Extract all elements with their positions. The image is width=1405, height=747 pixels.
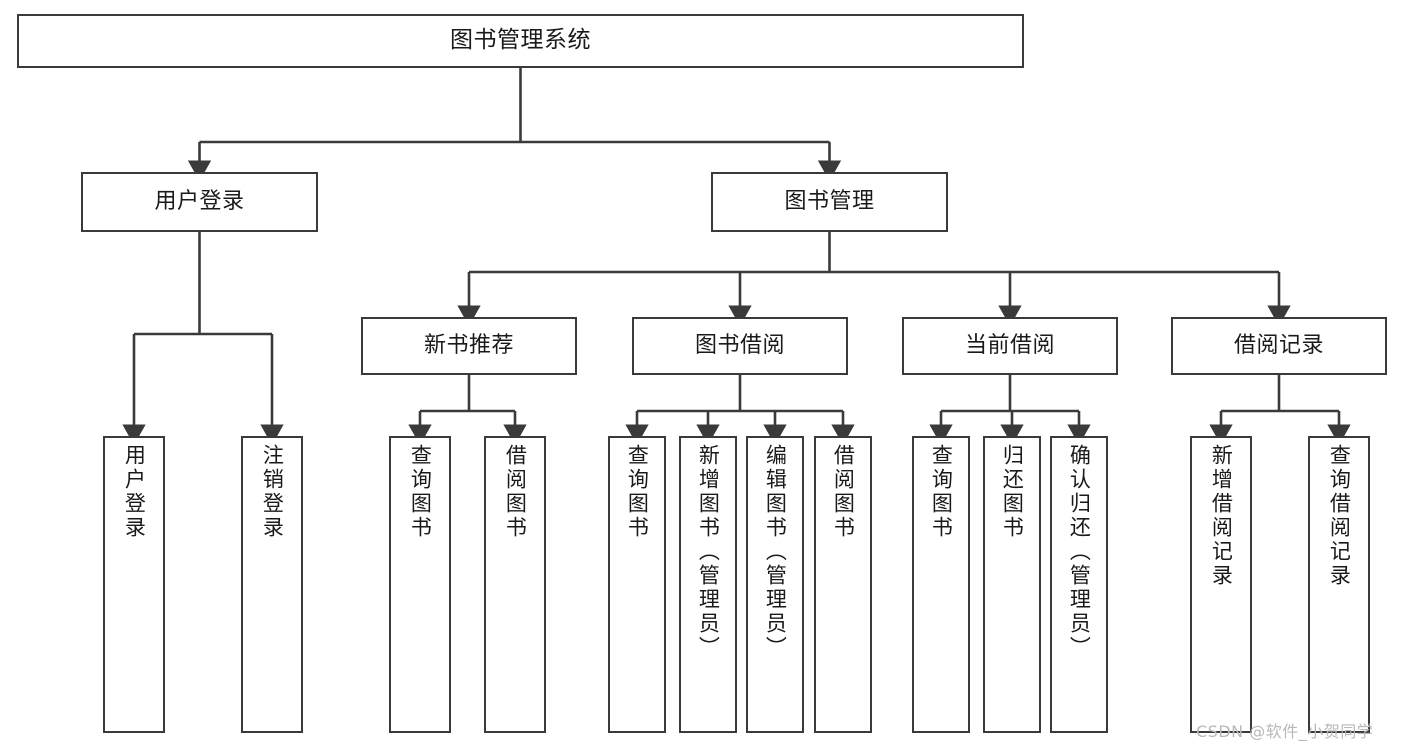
node-leaf-br-query[interactable]: 查询图书 — [608, 436, 666, 733]
node-leaf-cur-return[interactable]: 归还图书 — [983, 436, 1041, 733]
node-leaf-new-query[interactable]: 查询图书 — [389, 436, 451, 733]
node-current[interactable]: 当前借阅 — [902, 317, 1118, 375]
node-label: 新书推荐 — [423, 333, 514, 359]
node-label: 查询图书 — [408, 444, 433, 540]
node-records[interactable]: 借阅记录 — [1171, 317, 1387, 375]
node-login[interactable]: 用户登录 — [81, 172, 318, 232]
node-bookmgmt[interactable]: 图书管理 — [711, 172, 948, 232]
node-leaf-login-out[interactable]: 注销登录 — [241, 436, 303, 733]
node-borrow[interactable]: 图书借阅 — [632, 317, 848, 375]
node-label: 查询图书 — [625, 444, 650, 540]
node-label: 借阅记录 — [1233, 333, 1324, 359]
watermark-text: CSDN @软件_小贺同学 — [1196, 722, 1374, 741]
node-leaf-cur-confirm[interactable]: 确认归还（管理员） — [1050, 436, 1108, 733]
node-leaf-br-lend[interactable]: 借阅图书 — [814, 436, 872, 733]
node-label: 注销登录 — [260, 444, 285, 540]
node-label: 当前借阅 — [964, 333, 1055, 359]
node-label: 借阅图书 — [503, 444, 528, 540]
node-leaf-login-in[interactable]: 用户登录 — [103, 436, 165, 733]
node-label: 用户登录 — [154, 189, 245, 215]
node-label: 图书管理 — [784, 189, 875, 215]
node-leaf-cur-query[interactable]: 查询图书 — [912, 436, 970, 733]
node-label: 图书借阅 — [694, 333, 785, 359]
node-label: 归还图书 — [1000, 444, 1025, 540]
node-label: 新增借阅记录 — [1209, 444, 1234, 588]
node-leaf-new-borrow[interactable]: 借阅图书 — [484, 436, 546, 733]
node-root[interactable]: 图书管理系统 — [17, 14, 1024, 68]
node-label: 借阅图书 — [831, 444, 856, 540]
node-label: 编辑图书（管理员） — [763, 444, 788, 660]
node-newbook[interactable]: 新书推荐 — [361, 317, 577, 375]
node-leaf-rec-add[interactable]: 新增借阅记录 — [1190, 436, 1252, 733]
node-label: 新增图书（管理员） — [696, 444, 721, 660]
node-leaf-br-add[interactable]: 新增图书（管理员） — [679, 436, 737, 733]
node-leaf-rec-query[interactable]: 查询借阅记录 — [1308, 436, 1370, 733]
node-label: 查询借阅记录 — [1327, 444, 1352, 588]
node-label: 查询图书 — [929, 444, 954, 540]
node-leaf-br-edit[interactable]: 编辑图书（管理员） — [746, 436, 804, 733]
node-label: 用户登录 — [122, 444, 147, 540]
node-label: 确认归还（管理员） — [1067, 444, 1092, 660]
node-label: 图书管理系统 — [450, 27, 591, 54]
